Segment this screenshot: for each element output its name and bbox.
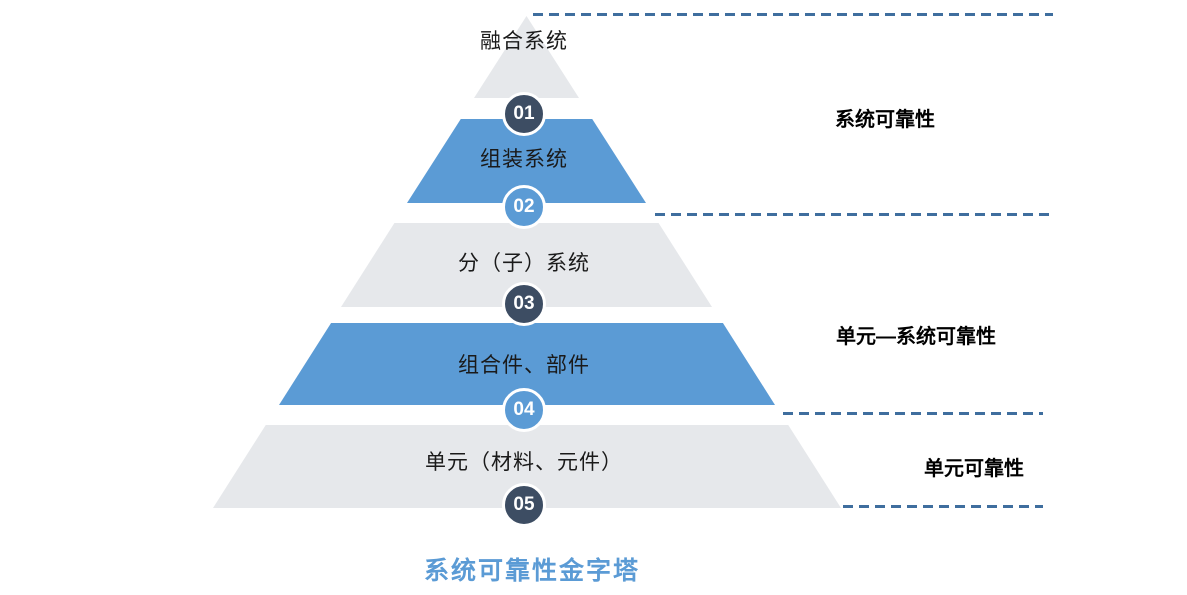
pyramid-level-5-label: 单元（材料、元件） bbox=[425, 451, 623, 474]
dashed-line-bottom bbox=[843, 505, 1043, 508]
diagram-caption: 系统可靠性金字塔 bbox=[424, 557, 641, 585]
dashed-line-top bbox=[533, 13, 1053, 16]
level-5-number-badge: 05 bbox=[502, 483, 546, 527]
level-2-number-badge: 02 bbox=[502, 185, 546, 229]
level-4-number-badge: 04 bbox=[502, 388, 546, 432]
pyramid-level-1-label: 融合系统 bbox=[480, 30, 568, 53]
level-3-number-badge: 03 bbox=[502, 282, 546, 326]
pyramid-level-3-label: 分（子）系统 bbox=[458, 252, 590, 275]
pyramid-level-2-label: 组装系统 bbox=[480, 148, 568, 171]
dashed-line-lower-middle bbox=[783, 412, 1043, 415]
annotation-unit-system-reliability: 单元—系统可靠性 bbox=[836, 326, 996, 348]
dashed-line-upper-middle bbox=[655, 213, 1053, 216]
level-1-number-badge: 01 bbox=[502, 92, 546, 136]
annotation-system-reliability: 系统可靠性 bbox=[835, 109, 935, 131]
annotation-unit-reliability: 单元可靠性 bbox=[924, 458, 1024, 480]
pyramid-level-4-label: 组合件、部件 bbox=[458, 354, 590, 377]
